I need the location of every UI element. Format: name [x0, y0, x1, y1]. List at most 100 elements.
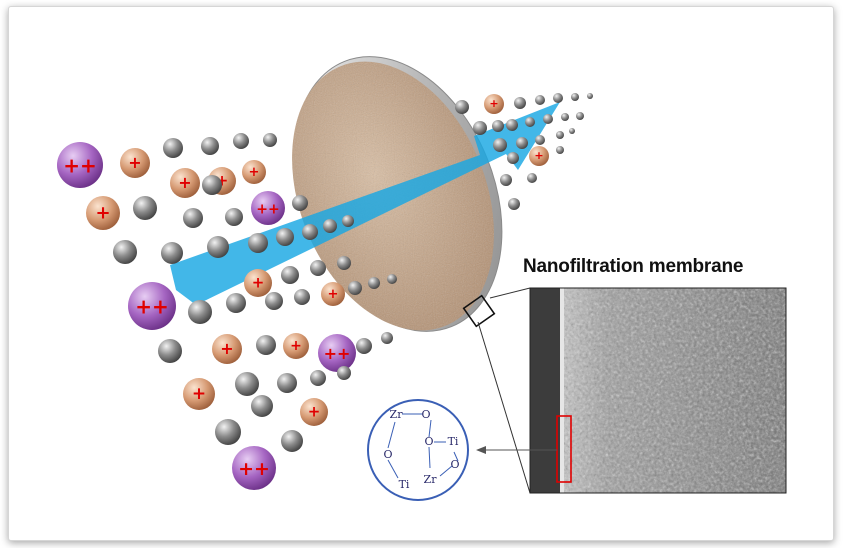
neutral-particle	[263, 133, 277, 147]
neutral-particle	[323, 219, 337, 233]
single-charge-sign: +	[308, 402, 321, 420]
neutral-particle	[455, 100, 469, 114]
neutral-particle	[543, 114, 553, 124]
structure-atom-label: Ti	[448, 435, 459, 448]
neutral-particle	[348, 281, 362, 295]
divalent-ion: ++	[232, 446, 276, 490]
divalent-ion: ++	[128, 282, 176, 330]
ion-particles: +++++++++++++++++++++++	[57, 93, 593, 490]
monovalent-ion: +	[86, 196, 120, 230]
double-charge-sign: ++	[256, 201, 279, 217]
double-charge-sign: ++	[135, 295, 169, 319]
neutral-particle	[337, 256, 351, 270]
neutral-particle	[113, 240, 137, 264]
neutral-particle	[256, 335, 276, 355]
neutral-particle	[163, 138, 183, 158]
neutral-particle	[508, 198, 520, 210]
double-charge-sign: ++	[238, 458, 270, 480]
neutral-particle	[248, 233, 268, 253]
neutral-particle	[281, 266, 299, 284]
divalent-ion: ++	[251, 191, 285, 225]
structure-atom-label: O	[421, 408, 430, 421]
neutral-particle	[527, 173, 537, 183]
single-charge-sign: +	[489, 97, 498, 110]
double-charge-sign: ++	[63, 153, 97, 177]
neutral-particle	[281, 430, 303, 452]
neutral-particle	[569, 128, 575, 134]
neutral-particle	[387, 274, 397, 284]
neutral-particle	[368, 277, 380, 289]
neutral-particle	[226, 293, 246, 313]
neutral-particle	[556, 131, 564, 139]
neutral-particle	[337, 366, 351, 380]
neutral-particle	[514, 97, 526, 109]
neutral-particle	[158, 339, 182, 363]
neutral-particle	[493, 138, 507, 152]
neutral-particle	[225, 208, 243, 226]
neutral-particle	[235, 372, 259, 396]
monovalent-ion: +	[244, 269, 272, 297]
neutral-particle	[587, 93, 593, 99]
sem-cross-section-image	[476, 287, 787, 494]
single-charge-sign: +	[290, 338, 302, 354]
neutral-particle	[133, 196, 157, 220]
neutral-particle	[294, 289, 310, 305]
neutral-particle	[473, 121, 487, 135]
neutral-particle	[556, 146, 564, 154]
neutral-particle	[516, 137, 528, 149]
membrane-title: Nanofiltration membrane	[523, 256, 744, 277]
neutral-particle	[183, 208, 203, 228]
flow-arrow	[170, 102, 560, 305]
single-charge-sign: +	[249, 165, 260, 180]
neutral-particle	[310, 370, 326, 386]
single-charge-sign: +	[220, 339, 233, 358]
neutral-particle	[302, 224, 318, 240]
sem-highlight-box	[556, 415, 572, 483]
divalent-ion: ++	[57, 142, 103, 188]
monovalent-ion: +	[529, 146, 549, 166]
neutral-particle	[277, 373, 297, 393]
single-charge-sign: +	[534, 149, 543, 162]
structure-atom-label: O	[450, 458, 459, 471]
structure-atom-label: Zr	[390, 408, 404, 421]
neutral-particle	[525, 117, 535, 127]
single-charge-sign: +	[95, 202, 110, 223]
neutral-particle	[188, 300, 212, 324]
single-charge-sign: +	[128, 153, 141, 172]
neutral-particle	[571, 93, 579, 101]
monovalent-ion: +	[183, 378, 215, 410]
single-charge-sign: +	[178, 173, 191, 192]
neutral-particle	[356, 338, 372, 354]
neutral-particle	[276, 228, 294, 246]
neutral-particle	[202, 175, 222, 195]
neutral-particle	[492, 120, 504, 132]
neutral-particle	[233, 133, 249, 149]
monovalent-ion: +	[120, 148, 150, 178]
neutral-particle	[553, 93, 563, 103]
monovalent-ion: +	[212, 334, 242, 364]
monovalent-ion: +	[484, 94, 504, 114]
neutral-particle	[561, 113, 569, 121]
neutral-particle	[201, 137, 219, 155]
structure-atom-label: Zr	[424, 473, 438, 486]
neutral-particle	[381, 332, 393, 344]
neutral-particle	[292, 195, 308, 211]
single-charge-sign: +	[252, 273, 265, 291]
divalent-ion: ++	[318, 334, 356, 372]
neutral-particle	[251, 395, 273, 417]
single-charge-sign: +	[328, 287, 339, 302]
neutral-particle	[265, 292, 283, 310]
neutral-particle	[535, 135, 545, 145]
structure-atom-label: O	[424, 435, 433, 448]
monovalent-ion: +	[300, 398, 328, 426]
monovalent-ion: +	[283, 333, 309, 359]
neutral-particle	[506, 119, 518, 131]
structure-atom-label: O	[383, 448, 392, 461]
neutral-particle	[500, 174, 512, 186]
monovalent-ion: +	[170, 168, 200, 198]
structure-atom-label: Ti	[399, 478, 410, 491]
neutral-particle	[507, 152, 519, 164]
monovalent-ion: +	[242, 160, 266, 184]
